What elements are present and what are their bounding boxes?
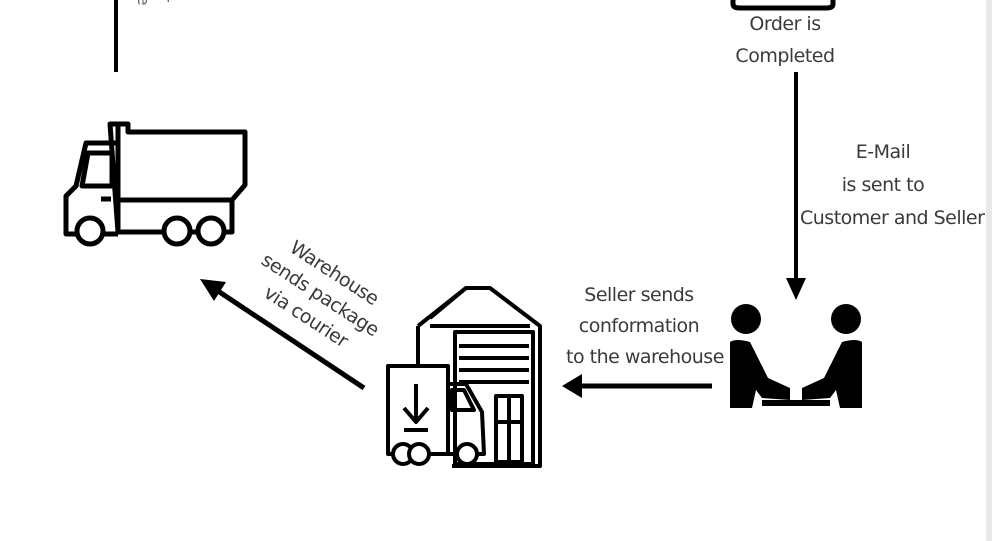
scrollbar-track[interactable] [986,0,992,541]
warehouse-icon [386,286,542,468]
delivery-truck-icon [63,121,248,247]
order-box-icon [730,0,836,11]
meeting-people-icon [730,304,862,408]
arrow-to-warehouse [562,374,712,398]
order-completed-label: Order is Completed [735,13,835,67]
arrow-to-truck [200,279,366,391]
seller-sends-label: Seller sends conformation to the warehou… [566,284,724,368]
email-sent-label: E-Mail is sent to Customer and Seller [800,141,985,229]
top-left-fragment-label: er he e [110,0,176,46]
arrow-to-people [786,72,806,300]
